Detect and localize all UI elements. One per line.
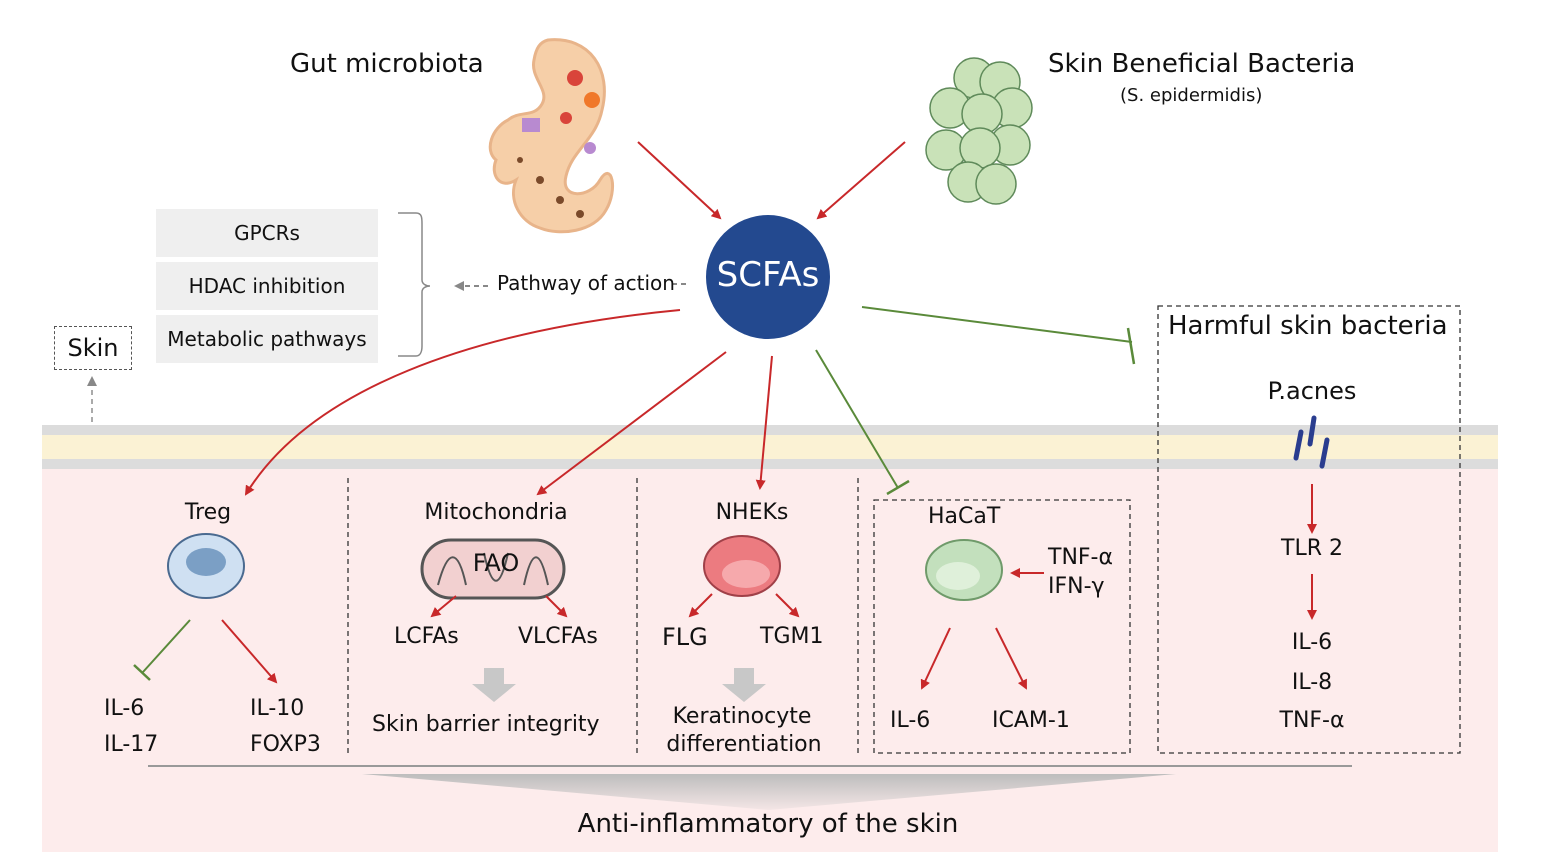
pathway-bracket <box>398 212 431 357</box>
mito-outcome: Skin barrier integrity <box>372 712 600 737</box>
nhek-down-block-arrow <box>722 668 766 702</box>
arrow-scfas-to-nheks <box>755 355 773 490</box>
inhibit-scfas-to-harmful <box>861 306 1133 343</box>
pacnes-label: P.acnes <box>1267 377 1357 405</box>
treg-cell-icon <box>167 533 245 599</box>
p-acnes-icon <box>1293 415 1330 469</box>
pathway-item-gpcrs: GPCRs <box>156 209 378 257</box>
gut-icon <box>488 38 614 234</box>
arrow-gut-to-scfas <box>637 141 722 220</box>
treg-inhibited-il6: IL-6 <box>104 696 145 721</box>
mito-product-lcfas: LCFAs <box>394 624 459 649</box>
mitochondria-icon <box>420 538 566 600</box>
mito-fao-label: FAO <box>472 549 520 577</box>
arrow-nhek-tgm1 <box>775 593 800 618</box>
skin-tag: Skin <box>54 326 132 370</box>
skin-surface-layer-yellow <box>42 435 1498 459</box>
pathway-item-hdac: HDAC inhibition <box>156 262 378 310</box>
hacat-output-icam1: ICAM-1 <box>992 708 1070 733</box>
pathway-label: Pathway of action <box>497 271 675 295</box>
hacat-stimulus-ifng: IFN-γ <box>1048 574 1105 599</box>
skin-bacteria-label: Skin Beneficial Bacteria <box>1048 49 1356 79</box>
harmful-title: Harmful skin bacteria <box>1168 311 1448 341</box>
inhibit-treg-il6 <box>142 619 191 673</box>
arrow-hacat-icam1 <box>995 627 1027 690</box>
skin-bacteria-sublabel: (S. epidermidis) <box>1120 85 1263 106</box>
mito-down-block-arrow <box>472 668 516 702</box>
harmful-output-il6: IL-6 <box>1291 630 1333 655</box>
hacat-cell-icon <box>925 539 1003 601</box>
treg-promoted-foxp3: FOXP3 <box>250 732 321 757</box>
summary-wedge <box>362 774 1176 810</box>
nhek-title: NHEKs <box>715 500 789 525</box>
arrow-scfas-to-treg <box>244 309 681 496</box>
mito-product-vlcfas: VLCFAs <box>518 624 598 649</box>
hacat-output-il6: IL-6 <box>890 708 931 733</box>
treg-title: Treg <box>184 500 232 525</box>
hacat-title: HaCaT <box>928 504 1001 529</box>
nhek-product-flg: FLG <box>662 623 708 651</box>
arrow-bacteria-to-scfas <box>816 141 906 220</box>
arrow-scfas-to-mitochondria <box>536 351 727 496</box>
arrow-fao-lcfas <box>430 595 457 618</box>
scfas-label: SCFAs <box>716 255 820 295</box>
treg-promoted-il10: IL-10 <box>250 696 305 721</box>
nhek-outcome-line2: differentiation <box>666 732 822 757</box>
arrow-hacat-il6 <box>920 627 951 690</box>
skin-surface-layer-gray-top <box>42 425 1498 435</box>
nhek-outcome-line1: Keratinocyte <box>672 704 812 729</box>
treg-inhibited-il17: IL-17 <box>104 732 159 757</box>
scfas-node <box>706 215 830 339</box>
hacat-stimulus-tnfa: TNF-α <box>1048 545 1113 570</box>
gut-microbiota-label: Gut microbiota <box>290 49 484 79</box>
inhibit-bar-hacat <box>886 479 910 496</box>
inhibit-bar-treg <box>133 664 151 681</box>
hacat-box <box>873 499 1131 754</box>
inhibit-scfas-to-hacat <box>815 349 899 489</box>
skin-surface-layer-gray-bottom <box>42 459 1498 469</box>
arrow-nhek-flg <box>688 593 713 618</box>
tlr2-label: TLR 2 <box>1281 536 1343 561</box>
arrow-treg-il10 <box>221 619 278 684</box>
inhibit-bar-harmful <box>1126 327 1136 365</box>
pathway-item-metabolic: Metabolic pathways <box>156 315 378 363</box>
harmful-output-tnfa: TNF-α <box>1279 708 1345 733</box>
harmful-output-il8: IL-8 <box>1291 670 1333 695</box>
harmful-box <box>1157 305 1461 754</box>
arrow-fao-vlcfas <box>545 595 568 618</box>
summary-label: Anti-inflammatory of the skin <box>577 809 959 839</box>
bacteria-cluster-icon <box>925 57 1033 205</box>
nhek-product-tgm1: TGM1 <box>760 624 824 649</box>
mito-title: Mitochondria <box>424 500 568 525</box>
nhek-cell-icon <box>703 535 781 597</box>
